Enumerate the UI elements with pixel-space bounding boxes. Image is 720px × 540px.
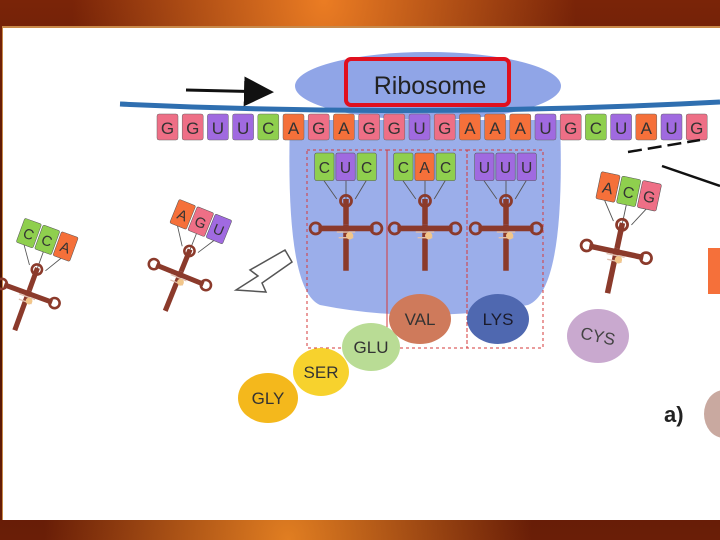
polypeptide-chain: GLY SER GLU VAL LYS — [238, 294, 529, 423]
mrna-base: C — [585, 113, 607, 141]
mrna-base: G — [685, 113, 708, 141]
pointer-line-2 — [661, 164, 720, 188]
amino-acid-ser-label: SER — [304, 363, 339, 382]
trna-anticodon-base: G — [192, 214, 208, 233]
mrna-base-label: G — [161, 119, 174, 138]
trna-anticodon-base: C — [39, 232, 54, 251]
mrna-base-label: G — [312, 119, 325, 138]
mrna-backbone — [119, 99, 720, 114]
amino-acid-cys — [567, 309, 629, 363]
mrna-base-label: G — [564, 119, 577, 138]
direction-arrow-icon — [185, 76, 274, 107]
mrna-base-label: A — [464, 119, 476, 138]
trna-anticodon-base: U — [521, 160, 532, 177]
mrna-base: U — [232, 113, 254, 141]
mrna-base-label: U — [665, 119, 677, 138]
mrna-base: U — [534, 113, 557, 141]
mrna-base-label: U — [539, 119, 551, 138]
mrna-base-label: G — [388, 119, 401, 138]
mrna-base: A — [459, 113, 481, 141]
mrna-base: U — [408, 113, 431, 141]
cropped-amino-acid-right — [704, 390, 720, 438]
mrna-base: A — [333, 113, 355, 141]
mrna-base-label: U — [212, 119, 224, 138]
mrna-base: A — [282, 113, 305, 141]
trna-anticodon-base: A — [419, 160, 430, 177]
mrna-base-label: A — [515, 119, 527, 138]
panel-label: a) — [664, 402, 684, 427]
trna-anticodon-base: C — [21, 226, 36, 245]
amino-acid-gly-label: GLY — [252, 389, 285, 408]
amino-acid-lys-label: LYS — [483, 310, 514, 329]
mrna-base-label: C — [590, 119, 602, 138]
mrna-base: U — [207, 113, 229, 141]
mrna-base: G — [307, 113, 330, 141]
mrna-base: G — [156, 113, 179, 141]
mrna-base-label: G — [362, 119, 375, 138]
amino-acid-gly — [238, 373, 298, 423]
mrna-base-label: U — [237, 119, 249, 138]
trna-anticodon-base: U — [340, 160, 351, 177]
mrna-base-label: G — [186, 119, 199, 138]
ribosome-highlight-box — [344, 57, 511, 107]
mrna-base-label: G — [438, 119, 451, 138]
mrna-base: G — [559, 113, 582, 141]
trna-anticodon-base: U — [479, 160, 490, 177]
trna-anticodon-base: C — [440, 160, 451, 177]
mrna-base: G — [181, 113, 204, 141]
mrna-base: G — [433, 113, 456, 141]
pointer-line — [627, 138, 701, 154]
trna-anticodon-base: U — [500, 160, 511, 177]
trna-anticodon-base: G — [641, 188, 656, 207]
mrna-base: U — [610, 113, 632, 141]
mrna-base: C — [257, 113, 280, 141]
amino-acid-ser — [293, 348, 349, 396]
trna-anticodon-base: C — [398, 160, 409, 177]
mrna-base-label: A — [641, 119, 653, 138]
mrna-base: A — [509, 113, 532, 141]
mrna-base: A — [635, 113, 658, 141]
mrna-base-label: A — [338, 119, 350, 138]
ribosome-label: Ribosome — [374, 72, 487, 100]
amino-acid-val — [389, 294, 451, 344]
mrna-base: G — [383, 113, 406, 141]
amino-acid-val-label: VAL — [405, 310, 436, 329]
trna-anticodon-base: A — [601, 180, 615, 199]
mrna-base-label: G — [690, 119, 703, 138]
release-arrow-icon — [233, 248, 293, 293]
mrna-base-label: U — [615, 119, 627, 138]
trna-anticodon-base: C — [621, 184, 636, 203]
mrna-base-label: A — [288, 119, 300, 138]
trna-anticodon-base: C — [319, 160, 330, 177]
mrna-base-label: C — [262, 119, 274, 138]
mrna-base: A — [484, 113, 506, 141]
amino-acid-glu-label: GLU — [354, 338, 389, 357]
mrna-base-label: U — [413, 119, 425, 138]
trna-anticodon-base: C — [361, 160, 372, 177]
mrna-base: U — [660, 113, 683, 141]
cropped-shape-right — [708, 248, 720, 294]
mrna-base: G — [358, 113, 380, 141]
amino-acid-lys — [467, 294, 529, 344]
mrna-base-label: A — [489, 119, 501, 138]
amino-acid-glu — [342, 323, 400, 371]
